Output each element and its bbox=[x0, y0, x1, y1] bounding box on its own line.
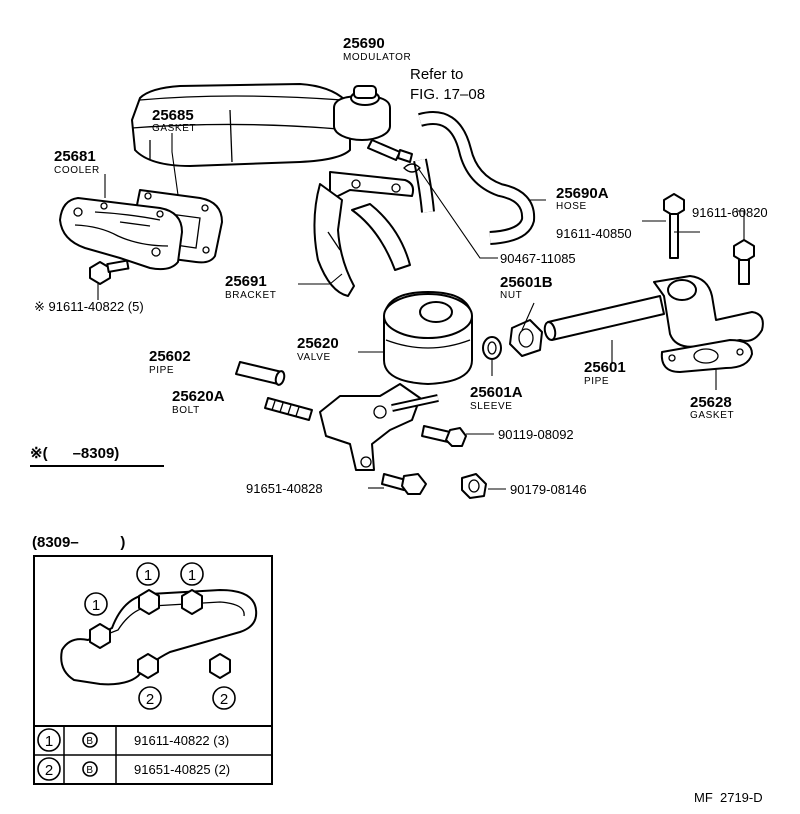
sleeve-drawing bbox=[482, 336, 502, 360]
inset-marker-2-group: 2 2 bbox=[138, 686, 236, 710]
inset-marker-2a: 2 bbox=[146, 691, 154, 708]
pipe-25601-drawing bbox=[543, 275, 764, 348]
range-note: ※( –8309) bbox=[30, 445, 119, 462]
table-row-1-marker: 1 bbox=[45, 733, 53, 750]
part-label-bolt: BOLT bbox=[172, 405, 200, 416]
part-label-bracket: BRACKET bbox=[225, 290, 276, 301]
table-row-1-grade: B bbox=[86, 736, 93, 747]
cooler-drawing bbox=[59, 197, 183, 271]
part-label-valve: VALVE bbox=[297, 352, 331, 363]
part-number-25601A: 25601A bbox=[470, 384, 523, 401]
part-number-25620: 25620 bbox=[297, 335, 339, 352]
part-number-91611-40850: 91611-40850 bbox=[556, 226, 632, 241]
part-number-25690A: 25690A bbox=[556, 185, 609, 202]
refer-line1: Refer to bbox=[410, 66, 463, 83]
table-row: 1 B 91611-40822 (3) bbox=[37, 728, 229, 752]
nut-90179-drawing bbox=[461, 473, 487, 499]
inset-marker-2b: 2 bbox=[220, 691, 228, 708]
part-number-90467-11085: 90467-11085 bbox=[500, 251, 576, 266]
part-number-25681: 25681 bbox=[54, 148, 96, 165]
inset-box: 1 1 1 2 2 bbox=[33, 555, 273, 727]
part-number-25601: 25601 bbox=[584, 359, 626, 376]
part-label-cooler: COOLER bbox=[54, 165, 100, 176]
part-number-25620A: 25620A bbox=[172, 388, 225, 405]
table-row-2-grade: B bbox=[86, 765, 93, 776]
bolt-91611-40822-drawing bbox=[89, 259, 130, 285]
part-number-25628: 25628 bbox=[690, 394, 732, 411]
bolt-25620A-drawing bbox=[264, 397, 313, 421]
bolt-90119-drawing bbox=[421, 425, 467, 447]
part-number-25685: 25685 bbox=[152, 107, 194, 124]
leader-lines bbox=[97, 133, 745, 490]
part-label-gasket-25628: GASKET bbox=[690, 410, 734, 421]
part-label-sleeve: SLEEVE bbox=[470, 401, 513, 412]
table-row-1-part: 91611-40822 (3) bbox=[134, 733, 229, 748]
bolt-91651-drawing bbox=[381, 473, 427, 495]
inset-bolt-heads bbox=[89, 589, 231, 679]
gasket-25628-drawing bbox=[660, 339, 753, 373]
refer-line2: FIG. 17–08 bbox=[410, 86, 485, 103]
part-labels: 25690 MODULATOR Refer to FIG. 17–08 2568… bbox=[30, 35, 768, 805]
inset-table: 1 B 91611-40822 (3) 2 B 91651-40825 (2) bbox=[33, 725, 273, 785]
part-number-25691: 25691 bbox=[225, 273, 267, 290]
part-label-gasket: GASKET bbox=[152, 123, 196, 134]
part-label-pipe-25601: PIPE bbox=[584, 376, 609, 387]
part-number-25690: 25690 bbox=[343, 35, 385, 52]
part-label-modulator: MODULATOR bbox=[343, 52, 411, 63]
inset-range: (8309– ) bbox=[32, 534, 125, 551]
part-number-91611-40822: ※ 91611-40822 (5) bbox=[34, 299, 144, 314]
part-label-hose: HOSE bbox=[556, 201, 587, 212]
part-number-25601B: 25601B bbox=[500, 274, 553, 291]
table-row: 2 B 91651-40825 (2) bbox=[37, 757, 230, 781]
part-number-91611-60820: 91611-60820 bbox=[692, 205, 768, 220]
table-row-2-marker: 2 bbox=[45, 762, 53, 779]
part-label-pipe-25602: PIPE bbox=[149, 365, 174, 376]
part-number-90119-08092: 90119-08092 bbox=[498, 427, 574, 442]
bracket-drawing bbox=[313, 171, 415, 297]
part-number-90179-08146: 90179-08146 bbox=[510, 482, 587, 497]
clip-drawing bbox=[403, 163, 421, 173]
table-row-2-part: 91651-40825 (2) bbox=[134, 762, 230, 777]
modulator-drawing bbox=[333, 85, 413, 163]
figure-code: MF 2719-D bbox=[694, 790, 763, 805]
valve-drawing bbox=[319, 291, 473, 471]
hose-drawing bbox=[413, 111, 536, 245]
part-number-91651-40828: 91651-40828 bbox=[246, 481, 323, 496]
part-label-nut: NUT bbox=[500, 290, 522, 301]
pipe-25602-drawing bbox=[235, 361, 286, 386]
part-number-25602: 25602 bbox=[149, 348, 191, 365]
inset-marker-1b: 1 bbox=[188, 567, 196, 584]
nut-drawing bbox=[509, 319, 543, 357]
bolts-right-drawing bbox=[663, 193, 755, 285]
inset-marker-1a: 1 bbox=[144, 567, 152, 584]
inset-marker-1c: 1 bbox=[92, 597, 100, 614]
inset-marker-1-group: 1 1 1 bbox=[84, 562, 204, 616]
